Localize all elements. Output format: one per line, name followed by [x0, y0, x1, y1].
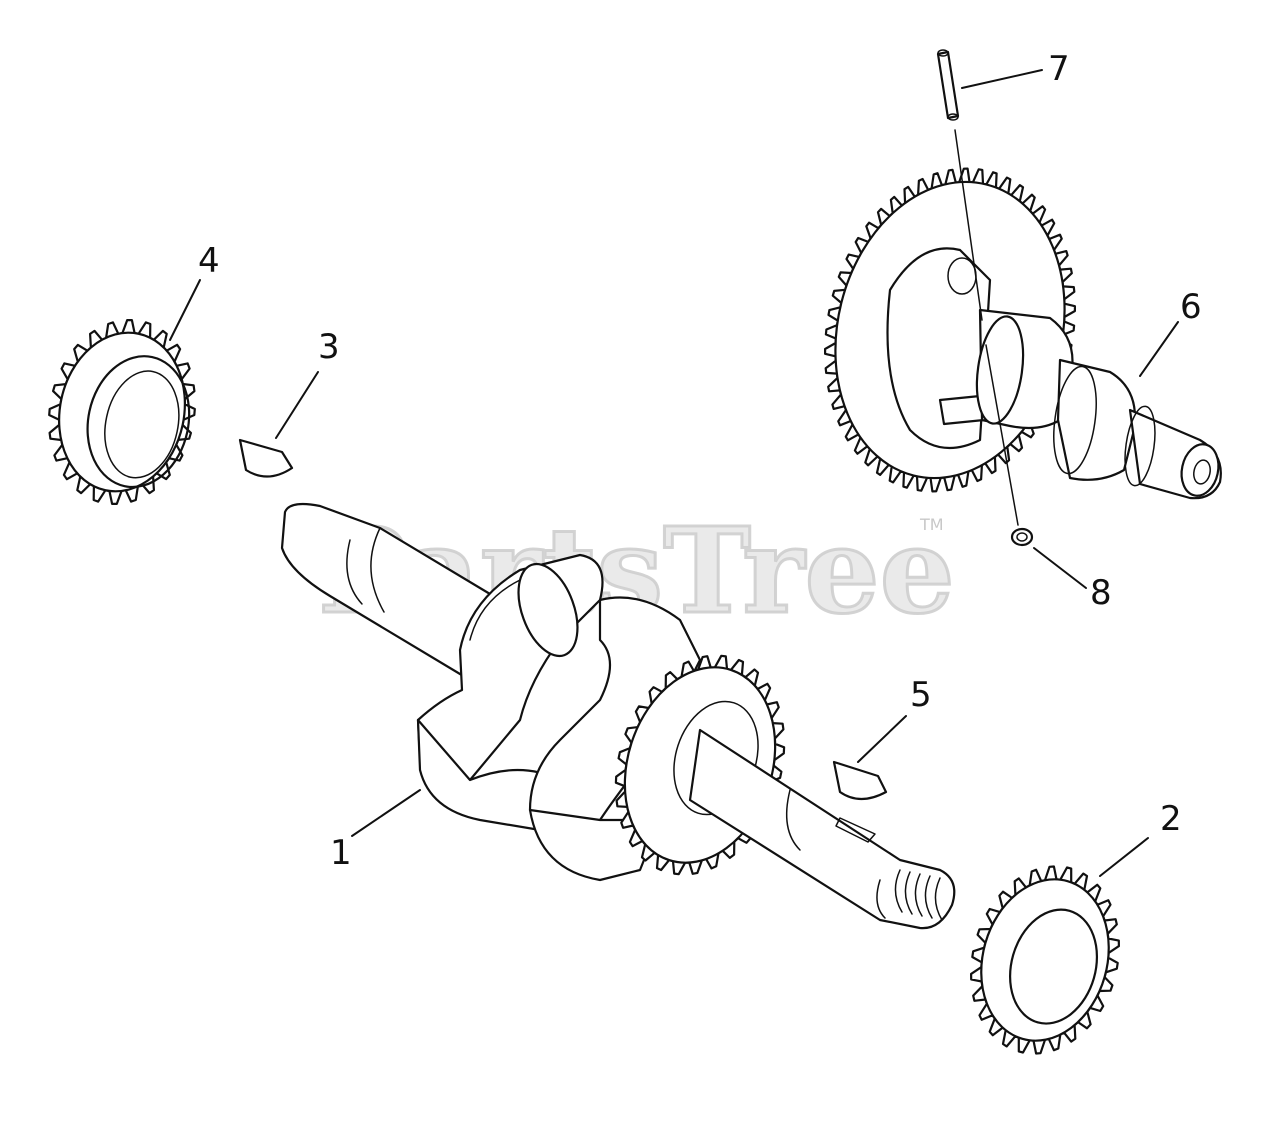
- leader-6: [1139, 321, 1179, 377]
- watermark-trademark: TM: [919, 515, 944, 534]
- part-number-labels: 1 2 3 4 5 6 7 8: [198, 49, 1202, 873]
- leader-4: [169, 279, 201, 341]
- assembly-line-pin: [954, 129, 1019, 526]
- leader-1: [351, 789, 421, 837]
- part-8-washer[interactable]: [1010, 527, 1034, 547]
- part-4-gear[interactable]: [45, 319, 201, 505]
- label-part-3: 3: [318, 327, 340, 367]
- leader-8: [1033, 547, 1087, 589]
- label-part-6: 6: [1180, 287, 1202, 327]
- label-part-5: 5: [910, 675, 932, 715]
- label-part-2: 2: [1160, 799, 1182, 839]
- shaft-threads: [894, 869, 943, 921]
- label-part-8: 8: [1090, 573, 1112, 613]
- part-1-crankshaft[interactable]: [280, 502, 956, 930]
- part-3-key[interactable]: [238, 438, 294, 478]
- leader-2: [1099, 837, 1149, 877]
- leader-lines: [169, 69, 1179, 877]
- leader-5: [857, 715, 907, 763]
- part-7-pin[interactable]: [936, 49, 960, 121]
- part-2-gear[interactable]: [963, 864, 1127, 1056]
- label-part-1: 1: [330, 833, 352, 873]
- part-6-camshaft[interactable]: [805, 157, 1223, 502]
- part-5-key[interactable]: [832, 760, 888, 801]
- leader-7: [961, 69, 1043, 89]
- label-part-7: 7: [1048, 49, 1070, 89]
- leader-3: [275, 371, 319, 439]
- label-part-4: 4: [198, 241, 220, 281]
